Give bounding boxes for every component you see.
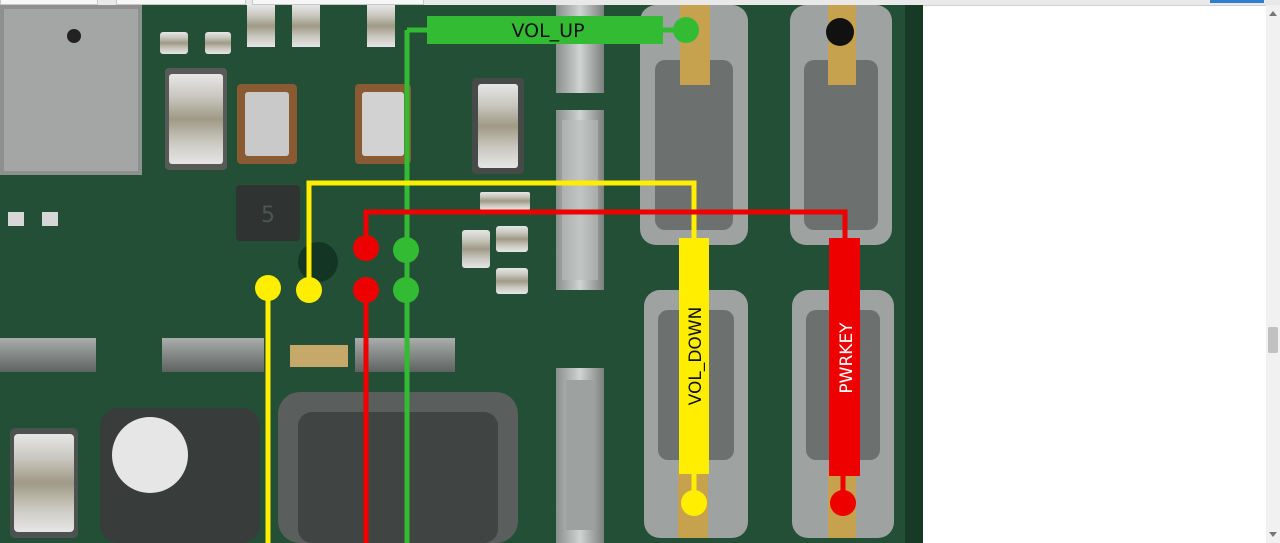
vol-down-label: VOL_DOWN <box>686 307 706 406</box>
vol-up-trace: VOL_UP <box>393 16 699 543</box>
smd-part <box>496 268 528 294</box>
smd-part <box>292 5 320 47</box>
pwrkey-endpoint <box>830 490 856 516</box>
smd-part <box>247 5 275 47</box>
marker-dot <box>67 29 81 43</box>
vol-up-label: VOL_UP <box>511 20 584 42</box>
vol-down-endpoint <box>681 490 707 516</box>
smd-part <box>480 192 530 210</box>
smd-part <box>205 32 231 54</box>
marker-dot <box>826 18 854 46</box>
pcb-photo: 5 <box>0 5 923 543</box>
address-bar[interactable] <box>252 0 424 5</box>
vol-down-test-point <box>255 275 281 301</box>
vol-up-test-point <box>393 277 419 303</box>
switch-contact-top-right <box>790 5 892 245</box>
scroll-down-arrow-icon[interactable] <box>1269 532 1277 537</box>
pwrkey-test-point <box>353 277 379 303</box>
metal-strip <box>290 345 348 367</box>
browser-tab[interactable] <box>116 0 246 5</box>
board-edge <box>905 5 923 543</box>
ic-chip <box>236 185 300 241</box>
metal-strip <box>162 338 264 372</box>
scrollbar-thumb[interactable] <box>1268 327 1278 353</box>
test-point-area <box>298 242 338 282</box>
vol-down-test-point <box>296 277 322 303</box>
accent-button[interactable] <box>1210 0 1264 3</box>
smd-part <box>462 230 490 268</box>
browser-tab[interactable] <box>0 0 98 5</box>
pwrkey-trace: PWRKEY <box>353 209 860 543</box>
smd-part <box>367 5 395 47</box>
pwrkey-test-point <box>353 235 379 261</box>
vol-up-label-box <box>427 16 663 44</box>
pwrkey-label: PWRKEY <box>837 322 857 394</box>
smd-pad <box>42 212 58 226</box>
smd-pad <box>8 212 24 226</box>
pwrkey-label-box <box>829 238 860 476</box>
vol-up-test-point <box>393 237 419 263</box>
svg-text:5: 5 <box>261 203 275 228</box>
smd-part <box>160 32 188 54</box>
metal-strip <box>0 338 96 372</box>
scroll-up-arrow-icon[interactable] <box>1269 11 1277 16</box>
vol-down-trace: VOL_DOWN <box>255 180 709 543</box>
smd-part <box>496 226 528 252</box>
vertical-scrollbar[interactable] <box>1266 5 1280 543</box>
vol-down-label-box <box>679 238 709 474</box>
vol-up-endpoint <box>673 17 699 43</box>
